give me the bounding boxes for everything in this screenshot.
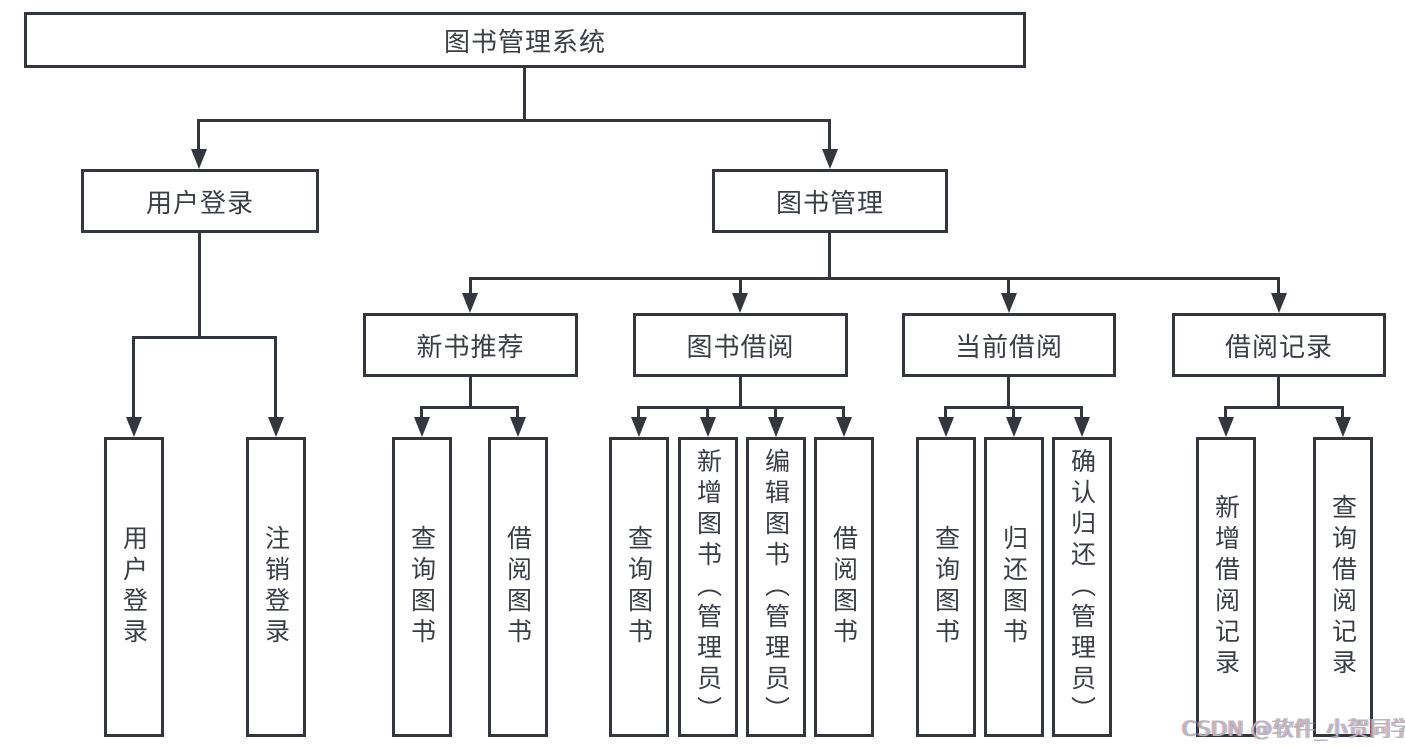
arrowhead-down-icon: [1335, 417, 1351, 437]
leaf-edit-book-admin: 编辑图书（管理员）: [746, 437, 806, 737]
connector-arrow-stem: [516, 406, 519, 419]
leaf-query-borrow-record: 查询借阅记录: [1313, 437, 1373, 737]
arrowhead-down-icon: [631, 417, 647, 437]
connector-arrow-stem: [706, 406, 709, 419]
connector-user-login-stub: [198, 233, 201, 338]
arrowhead-down-icon: [1001, 293, 1017, 313]
arrowhead-down-icon: [462, 293, 478, 313]
connector-arrow-stem: [274, 336, 277, 419]
leaf-logout: 注销登录: [246, 437, 306, 737]
connector-arrow-stem: [739, 277, 742, 295]
node-borrow-records: 借阅记录: [1172, 313, 1386, 377]
arrowhead-down-icon: [191, 149, 207, 169]
arrowhead-down-icon: [126, 417, 142, 437]
arrowhead-down-icon: [1074, 417, 1090, 437]
leaf-borrow-book: 借阅图书: [814, 437, 874, 737]
connector-arrow-stem: [1007, 277, 1010, 295]
connector-arrow-stem: [469, 277, 472, 295]
connector-book-mgmt-stub: [828, 233, 831, 279]
connector-arrow-stem: [132, 336, 135, 419]
arrowhead-down-icon: [836, 417, 852, 437]
leaf-return-book: 归还图书: [984, 437, 1044, 737]
connector-level1-split: [197, 119, 831, 122]
connector-arrow-stem: [1012, 406, 1015, 419]
connector-arrow-stem: [1224, 406, 1227, 419]
connector-current-borrow-stub: [1007, 377, 1010, 408]
connector-arrow-stem: [1341, 406, 1344, 419]
arrowhead-down-icon: [414, 417, 430, 437]
arrowhead-down-icon: [268, 417, 284, 437]
arrowhead-down-icon: [938, 417, 954, 437]
arrowhead-down-icon: [1218, 417, 1234, 437]
node-user-login: 用户登录: [81, 169, 319, 233]
leaf-recommend-borrow-book: 借阅图书: [488, 437, 548, 737]
csdn-watermark: CSDN @软件_小贺同学: [1182, 717, 1405, 741]
connector-arrow-stem: [1080, 406, 1083, 419]
node-book-management: 图书管理: [712, 169, 948, 233]
arrowhead-down-icon: [1271, 293, 1287, 313]
connector-arrow-stem: [944, 406, 947, 419]
node-current-borrow: 当前借阅: [902, 313, 1116, 377]
arrowhead-down-icon: [732, 293, 748, 313]
arrowhead-down-icon: [1006, 417, 1022, 437]
connector-arrow-stem: [842, 406, 845, 419]
connector-root-stub: [523, 68, 526, 121]
leaf-add-borrow-record: 新增借阅记录: [1196, 437, 1256, 737]
arrowhead-down-icon: [822, 149, 838, 169]
connector-user-login-split: [132, 336, 277, 339]
node-root-system: 图书管理系统: [24, 12, 1026, 68]
connector-book-borrow-stub: [739, 377, 742, 408]
leaf-borrow-query-book: 查询图书: [609, 437, 669, 737]
node-book-borrow: 图书借阅: [633, 313, 848, 377]
leaf-confirm-return-admin: 确认归还（管理员）: [1052, 437, 1112, 737]
connector-new-book-split: [420, 406, 519, 409]
arrowhead-down-icon: [700, 417, 716, 437]
leaf-current-query-book: 查询图书: [916, 437, 976, 737]
connector-arrow-stem: [774, 406, 777, 419]
connector-arrow-stem: [420, 406, 423, 419]
connector-arrow-stem: [637, 406, 640, 419]
connector-book-borrow-split: [637, 406, 845, 409]
connector-arrow-stem: [197, 119, 200, 151]
connector-borrow-records-split: [1224, 406, 1344, 409]
node-new-book-recommend: 新书推荐: [363, 313, 578, 377]
connector-new-book-stub: [469, 377, 472, 408]
leaf-recommend-query-book: 查询图书: [392, 437, 452, 737]
leaf-add-book-admin: 新增图书（管理员）: [678, 437, 738, 737]
arrowhead-down-icon: [768, 417, 784, 437]
connector-arrow-stem: [828, 119, 831, 151]
leaf-user-login: 用户登录: [104, 437, 164, 737]
connector-borrow-records-stub: [1277, 377, 1280, 408]
connector-level2-split: [469, 277, 1280, 280]
arrowhead-down-icon: [510, 417, 526, 437]
connector-arrow-stem: [1277, 277, 1280, 295]
